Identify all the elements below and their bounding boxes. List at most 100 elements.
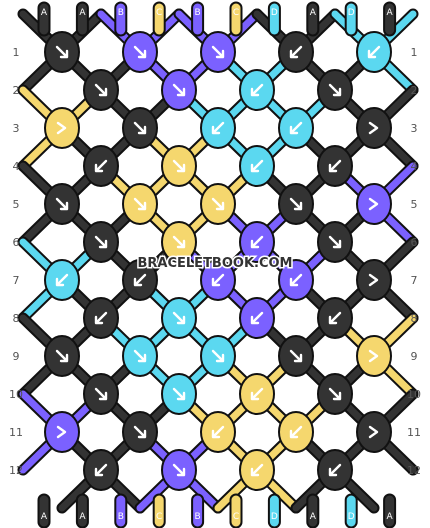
knot-arrow-icon xyxy=(289,425,303,439)
knot-arrow-icon xyxy=(328,235,342,249)
knot-arrow-icon xyxy=(211,45,225,59)
knot-arrow-icon xyxy=(172,311,186,325)
knot-arrow-icon xyxy=(94,83,108,97)
knot-body xyxy=(356,107,392,149)
row-label-right: 2 xyxy=(411,84,418,97)
row-label-left: 11 xyxy=(9,426,23,439)
knot xyxy=(122,31,158,73)
knot-arrow-icon xyxy=(133,273,147,287)
knot xyxy=(317,69,353,111)
bottom-strand-label: B xyxy=(195,512,201,522)
row-label-left: 10 xyxy=(9,388,23,401)
knot xyxy=(122,107,158,149)
knot-body xyxy=(356,335,392,377)
knot-arrow-icon xyxy=(211,121,225,135)
top-strand-label: B xyxy=(118,8,124,18)
knot-arrow-icon xyxy=(172,159,186,173)
knot xyxy=(161,69,197,111)
row-label-right: 11 xyxy=(407,426,421,439)
row-label-left: 2 xyxy=(13,84,20,97)
knot-arrow-icon xyxy=(55,197,69,211)
row-label-right: 8 xyxy=(411,312,418,325)
knot-arrow-icon xyxy=(211,425,225,439)
knot xyxy=(161,373,197,415)
knot xyxy=(83,449,119,491)
row-label-right: 4 xyxy=(411,160,418,173)
knot xyxy=(161,221,197,263)
knot-arrow-icon xyxy=(211,273,225,287)
row-label-left: 3 xyxy=(13,122,20,135)
top-strand-label: C xyxy=(156,8,162,18)
knot-arrow-icon xyxy=(94,235,108,249)
knot-layer xyxy=(44,31,392,491)
knot-arrow-icon xyxy=(328,387,342,401)
knot xyxy=(239,221,275,263)
knot-arrow-icon xyxy=(55,349,69,363)
row-label-left: 8 xyxy=(13,312,20,325)
knot xyxy=(317,297,353,339)
knot xyxy=(356,107,392,149)
knot xyxy=(317,449,353,491)
knot-arrow-icon xyxy=(133,349,147,363)
knot-arrow-icon xyxy=(94,311,108,325)
top-strand-label: A xyxy=(79,8,86,18)
knot-arrow-icon xyxy=(289,197,303,211)
knot xyxy=(83,297,119,339)
knot-arrow-icon xyxy=(250,83,264,97)
knot-arrow-icon xyxy=(133,45,147,59)
knot xyxy=(83,373,119,415)
knot xyxy=(83,221,119,263)
row-label-right: 9 xyxy=(411,350,418,363)
knot xyxy=(44,183,80,225)
knot-arrow-icon xyxy=(55,45,69,59)
knot xyxy=(278,259,314,301)
knot xyxy=(278,411,314,453)
knot-body xyxy=(356,259,392,301)
bottom-strand-label: A xyxy=(41,512,48,522)
top-strand-label: A xyxy=(310,8,317,18)
knot-arrow-icon xyxy=(289,121,303,135)
row-label-left: 6 xyxy=(13,236,20,249)
knot xyxy=(122,411,158,453)
knot xyxy=(44,259,80,301)
row-label-left: 12 xyxy=(9,464,23,477)
top-strand-label: C xyxy=(233,8,239,18)
row-label-right: 3 xyxy=(411,122,418,135)
knot-arrow-icon xyxy=(211,197,225,211)
knot-body xyxy=(356,183,392,225)
row-label-right: 7 xyxy=(411,274,418,287)
knot-arrow-icon xyxy=(368,121,379,135)
knot-body xyxy=(356,411,392,453)
knot xyxy=(317,145,353,187)
knot xyxy=(161,145,197,187)
row-label-left: 1 xyxy=(13,46,20,59)
knot xyxy=(200,107,236,149)
knot-arrow-icon xyxy=(289,45,303,59)
row-label-right: 12 xyxy=(407,464,421,477)
knot-arrow-icon xyxy=(172,463,186,477)
knot-arrow-icon xyxy=(133,425,147,439)
bottom-strand-label: D xyxy=(271,512,278,522)
bottom-strand-label: A xyxy=(387,512,394,522)
row-label-left: 5 xyxy=(13,198,20,211)
top-strand-label: A xyxy=(41,8,48,18)
top-strand-label: A xyxy=(387,8,394,18)
top-strand-label: B xyxy=(195,8,201,18)
knot-arrow-icon xyxy=(250,159,264,173)
knot xyxy=(317,373,353,415)
knot-arrow-icon xyxy=(328,83,342,97)
knot xyxy=(317,221,353,263)
knot xyxy=(278,107,314,149)
knot xyxy=(44,411,80,453)
bottom-strand-label: A xyxy=(310,512,317,522)
knot xyxy=(278,183,314,225)
knot-arrow-icon xyxy=(172,387,186,401)
knot xyxy=(356,31,392,73)
watermark: BRACELETBOOK.COM xyxy=(138,256,293,271)
knot xyxy=(44,335,80,377)
knot xyxy=(200,183,236,225)
knot xyxy=(44,31,80,73)
knot-arrow-icon xyxy=(133,121,147,135)
